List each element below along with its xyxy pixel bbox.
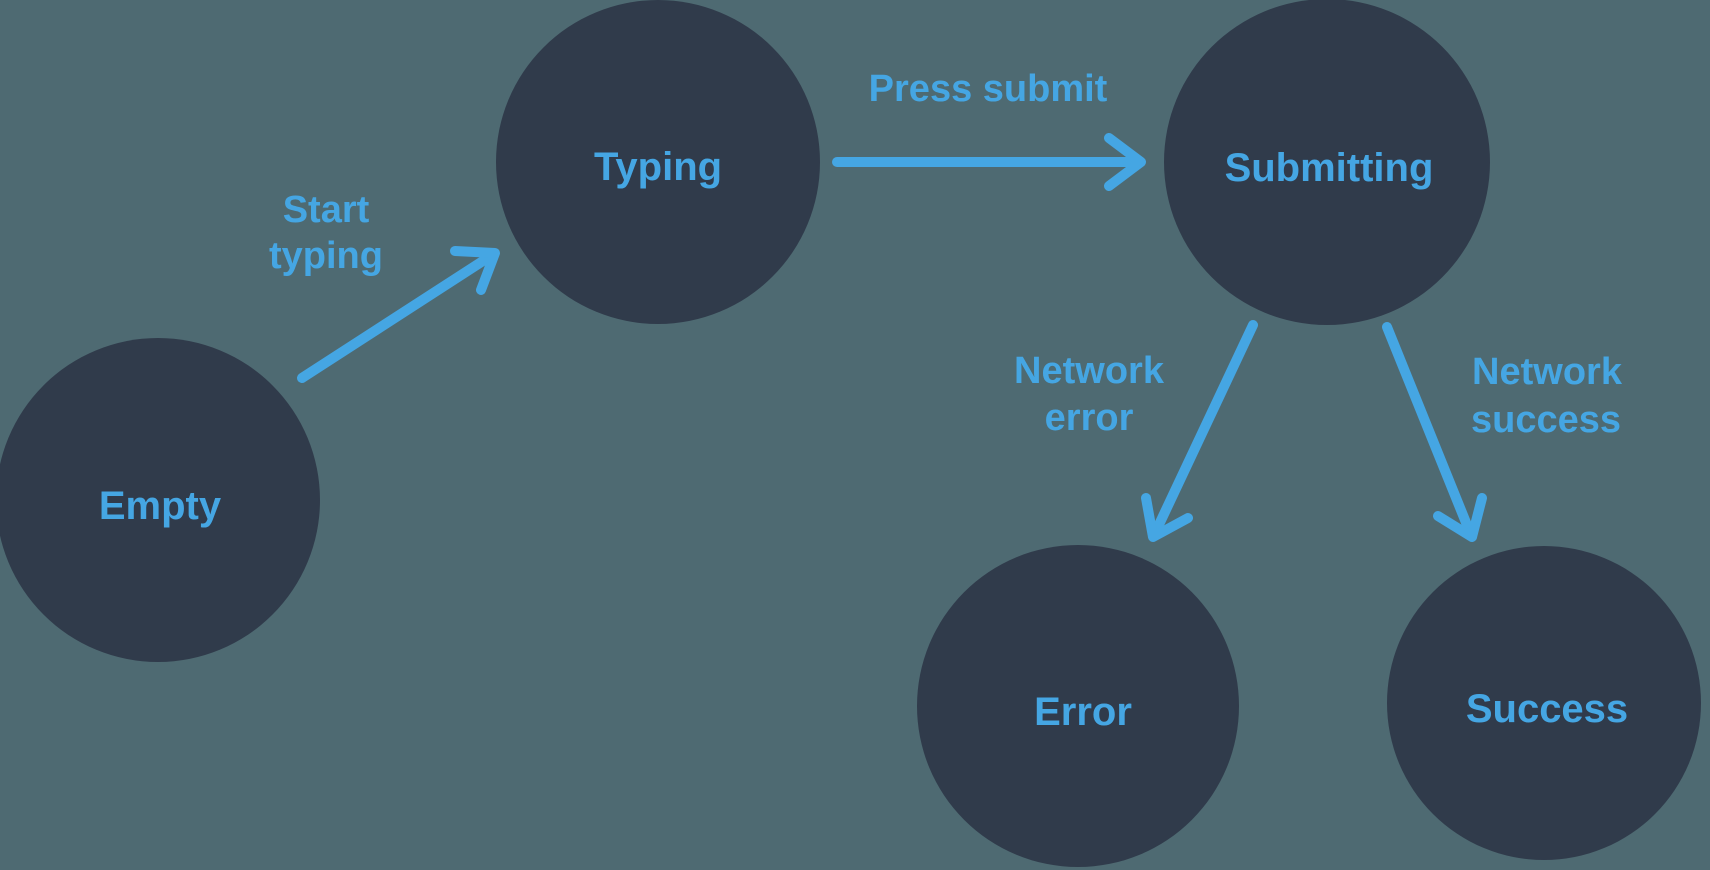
node-typing-circle [496, 0, 820, 324]
arrow-empty-to-typing [297, 252, 494, 383]
node-submitting-label: Submitting [1225, 146, 1434, 190]
edge-label-start-typing-line1: Start [283, 189, 370, 231]
arrow-submitting-to-error [1151, 320, 1258, 536]
arrowhead-submitting-to-error [1141, 493, 1193, 542]
edge-label-start-typing-line2: typing [269, 235, 383, 277]
edge-label-network-success-line1: Network [1472, 351, 1623, 393]
node-success-label: Success [1466, 687, 1628, 731]
node-empty-circle [0, 338, 320, 662]
node-typing-label: Typing [594, 145, 722, 189]
arrowhead-submitting-to-success [1433, 493, 1487, 542]
edge-label-network-error-line1: Network [1014, 350, 1165, 392]
arrow-submitting-to-success [1382, 322, 1474, 535]
edge-typing-to-submitting: Press submit [832, 68, 1146, 191]
node-typing: Typing [496, 0, 820, 324]
edge-empty-to-typing: Start typing [269, 189, 500, 383]
node-success: Success [1387, 546, 1701, 860]
node-empty: Empty [0, 338, 320, 662]
node-error-label: Error [1034, 690, 1132, 734]
node-submitting-circle [1164, 0, 1490, 325]
edge-submitting-to-error: Network error [1014, 320, 1258, 542]
edge-label-network-error-line2: error [1045, 397, 1134, 439]
node-error-circle [917, 545, 1239, 867]
node-success-circle [1387, 546, 1701, 860]
arrowhead-empty-to-typing [450, 246, 500, 295]
edge-label-network-success-line2: success [1471, 399, 1621, 441]
node-empty-label: Empty [99, 484, 222, 528]
node-submitting: Submitting [1164, 0, 1490, 325]
edge-submitting-to-success: Network success [1382, 322, 1623, 542]
arrowhead-typing-to-submitting [1104, 133, 1146, 191]
edge-label-press-submit: Press submit [869, 68, 1108, 110]
node-error: Error [917, 545, 1239, 867]
